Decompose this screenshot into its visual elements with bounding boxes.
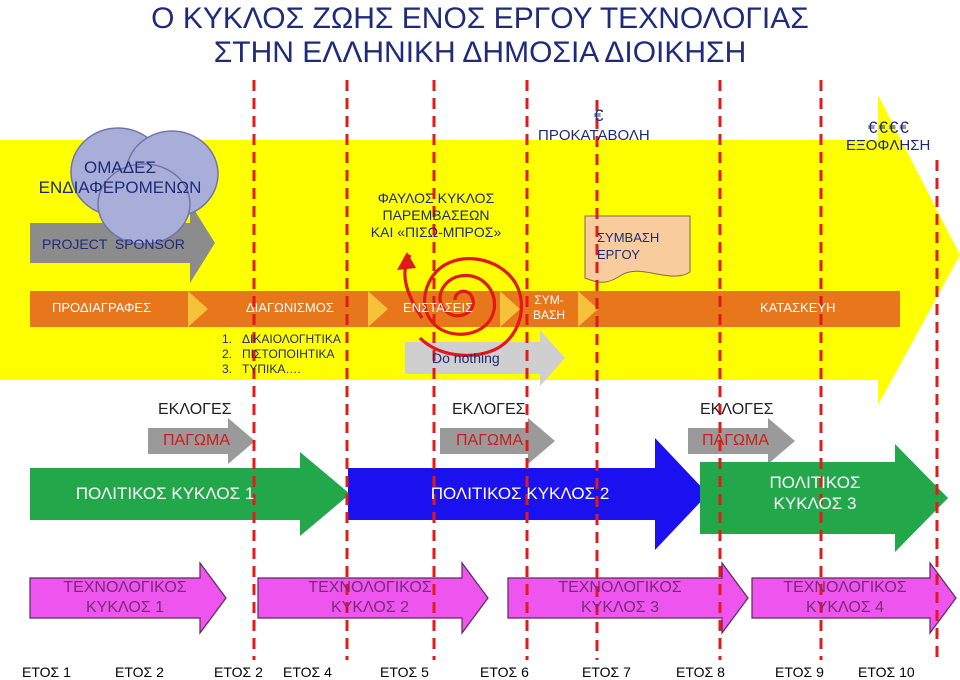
political-arrow-1 [30, 452, 350, 536]
contract-line2: ΕΡΓΟΥ [597, 247, 640, 262]
vicious-cycle-line3: ΚΑΙ «ΠΙΣΩ-ΜΠΡΟΣ» [370, 224, 502, 240]
year-label: ΕΤΟΣ 5 [380, 664, 429, 680]
tech-cycle-3-label: ΤΕΧΝΟΛΟΓΙΚΟΣ ΚΥΚΛΟΣ 3 [515, 578, 725, 618]
contract-label: ΣΥΜΒΑΣΗ ΕΡΓΟΥ [597, 229, 659, 263]
year-label: ΕΤΟΣ 4 [283, 664, 332, 680]
vicious-cycle-line1: ΦΑΥΛΟΣ ΚΥΚΛΟΣ [377, 190, 495, 206]
do-nothing-label: Do nothing [432, 350, 500, 366]
tender-item: 3. ΤΥΠΙΚΑ…. [222, 362, 341, 377]
tender-item-number: 1. [222, 332, 233, 346]
stakeholder-circle [97, 163, 191, 245]
tech-arrow-1 [29, 561, 227, 635]
tender-item-text: ΤΥΠΙΚΑ…. [242, 362, 301, 376]
vicious-cycle-label: ΦΑΥΛΟΣ ΚΥΚΛΟΣ ΠΑΡΕΜΒΑΣΕΩΝ ΚΑΙ «ΠΙΣΩ-ΜΠΡΟ… [338, 190, 534, 241]
political-cycle-2-label: ΠΟΛΙΤΙΚΟΣ ΚΥΚΛΟΣ 2 [430, 484, 610, 503]
phase-separator [368, 291, 388, 327]
tech-arrow-4 [751, 561, 957, 635]
freeze-label-2: ΠΑΓΩΜΑ [456, 432, 523, 449]
political-cycle-3-label: ΠΟΛΙΤΙΚΟΣ ΚΥΚΛΟΣ 3 [740, 472, 890, 514]
political-cycle-1-label: ΠΟΛΙΤΙΚΟΣ ΚΥΚΛΟΣ 1 [75, 484, 255, 503]
year-label: ΕΤΟΣ 6 [480, 664, 529, 680]
tender-item-number: 2. [222, 347, 233, 361]
tender-item: 1. ΔΙΚΑΙΟΛΟΓΗΤΙΚΑ [222, 332, 341, 347]
stakeholders-line1: ΟΜΑΔΕΣ [84, 158, 156, 177]
phase-bar [30, 291, 900, 327]
project-sponsor-label: PROJECT SPONSOR [42, 236, 185, 252]
year-dividers [252, 80, 939, 660]
advance-euro: € [594, 106, 604, 125]
year-label: ΕΤΟΣ 2 [115, 664, 164, 680]
phase-separator [578, 291, 598, 327]
year-label: ΕΤΟΣ 8 [676, 664, 725, 680]
tender-item-text: ΔΙΚΑΙΟΛΟΓΗΤΙΚΑ [242, 332, 341, 346]
phase-appeals: ΕΝΣΤΑΣΕΙΣ [403, 300, 474, 315]
stakeholders-line2: ΕΝΔΙΑΦΕΡΟΜΕΝΩΝ [38, 178, 202, 197]
settlement-label: ΕΞΟΦΛΗΣΗ [846, 137, 931, 154]
settlement-euro: €€€€ [868, 118, 910, 137]
year-label: ΕΤΟΣ 10 [858, 664, 915, 680]
tech-cycle-line1: ΤΕΧΝΟΛΟΓΙΚΟΣ [558, 579, 682, 596]
freeze-arrow [688, 418, 795, 464]
phase-contract-line2: ΒΑΣΗ [532, 308, 566, 322]
tech-cycle-1-label: ΤΕΧΝΟΛΟΓΙΚΟΣ ΚΥΚΛΟΣ 1 [30, 578, 220, 618]
advance-label: ΠΡΟΚΑΤΑΒΟΛΗ [538, 127, 650, 144]
tender-checklist: 1. ΔΙΚΑΙΟΛΟΓΗΤΙΚΑ 2. ΠΙΣΤΟΠΟΙΗΤΙΚΑ 3. ΤΥΠΙΚ… [222, 332, 341, 377]
year-label: ΕΤΟΣ 2 [214, 664, 263, 680]
contract-document [584, 215, 691, 283]
political-arrow-3 [700, 444, 948, 552]
phase-contract: ΣΥΜ- ΒΑΣΗ [524, 293, 574, 323]
year-label: ΕΤΟΣ 9 [775, 664, 824, 680]
tender-item-text: ΠΙΣΤΟΠΟΙΗΤΙΚΑ [242, 347, 335, 361]
freeze-label-3: ΠΑΓΩΜΑ [702, 432, 769, 449]
tech-cycle-line1: ΤΕΧΝΟΛΟΓΙΚΟΣ [783, 579, 907, 596]
contract-line1: ΣΥΜΒΑΣΗ [597, 230, 660, 245]
vicious-cycle-line2: ΠΑΡΕΜΒΑΣΕΩΝ [382, 207, 490, 223]
tech-cycle-2-label: ΤΕΧΝΟΛΟΓΙΚΟΣ ΚΥΚΛΟΣ 2 [270, 578, 470, 618]
tech-cycle-line2: ΚΥΚΛΟΣ 1 [85, 599, 165, 616]
page-title-line2: ΣΤΗΝ ΕΛΛΗΝΙΚΗ ΔΗΜΟΣΙΑ ΔΙΟΙΚΗΣΗ [213, 36, 747, 69]
elections-label-2: ΕΚΛΟΓΕΣ [452, 401, 526, 418]
stakeholders-label: ΟΜΑΔΕΣ ΕΝΔΙΑΦΕΡΟΜΕΝΩΝ [30, 158, 210, 198]
freeze-arrow [148, 418, 255, 464]
tech-cycle-line1: ΤΕΧΝΟΛΟΓΙΚΟΣ [308, 579, 432, 596]
elections-label-3: ΕΚΛΟΓΕΣ [700, 401, 774, 418]
page-title-line1: Ο ΚΥΚΛΟΣ ΖΩΗΣ ΕΝΟΣ ΕΡΓΟΥ ΤΕΧΝΟΛΟΓΙΑΣ [151, 2, 809, 35]
year-label: ΕΤΟΣ 1 [22, 664, 71, 680]
tender-item: 2. ΠΙΣΤΟΠΟΙΗΤΙΚΑ [222, 347, 341, 362]
tech-cycle-line1: ΤΕΧΝΟΛΟΓΙΚΟΣ [63, 579, 187, 596]
year-label: ΕΤΟΣ 7 [582, 664, 631, 680]
phase-separator [188, 291, 208, 327]
swirl-arrowhead [397, 252, 416, 270]
phase-tender: ΔΙΑΓΩΝΙΣΜΟΣ [246, 300, 334, 315]
tech-cycle-line2: ΚΥΚΛΟΣ 3 [580, 599, 660, 616]
political-cycle-3-line2: ΚΥΚΛΟΣ 3 [773, 494, 857, 513]
phase-specs: ΠΡΟΔΙΑΓΡΑΦΕΣ [52, 300, 152, 315]
elections-label-1: ΕΚΛΟΓΕΣ [158, 401, 232, 418]
tech-cycle-line2: ΚΥΚΛΟΣ 2 [330, 599, 410, 616]
tech-cycle-4-label: ΤΕΧΝΟΛΟΓΙΚΟΣ ΚΥΚΛΟΣ 4 [755, 578, 935, 618]
tender-item-number: 3. [222, 362, 233, 376]
tech-arrow-2 [257, 561, 489, 635]
political-cycle-3-line1: ΠΟΛΙΤΙΚΟΣ [769, 473, 861, 492]
phase-separator [500, 291, 520, 327]
tech-arrow-3 [507, 561, 749, 635]
phase-construction: ΚΑΤΑΣΚΕΥΗ [760, 300, 836, 315]
phase-contract-line1: ΣΥΜ- [534, 293, 564, 307]
do-nothing-arrow [405, 330, 565, 386]
tech-cycle-line2: ΚΥΚΛΟΣ 4 [805, 599, 885, 616]
freeze-label-1: ΠΑΓΩΜΑ [163, 432, 230, 449]
